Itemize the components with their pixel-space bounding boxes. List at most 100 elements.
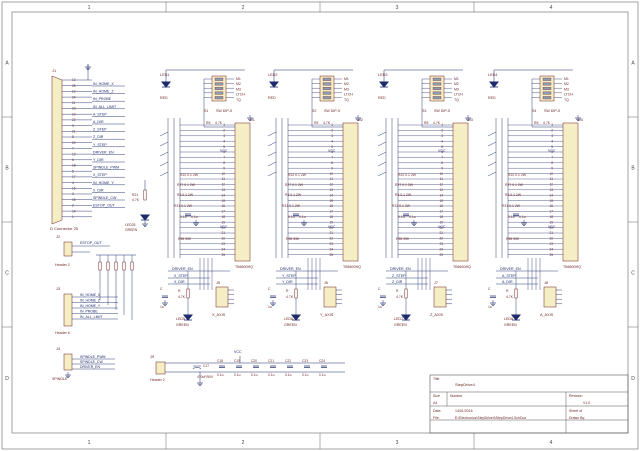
driver-step-label: Z_STEP bbox=[392, 274, 406, 278]
dip-switch-lever bbox=[322, 91, 332, 95]
dip-switch-label: M2 bbox=[454, 82, 459, 86]
connector-signal-label: A_DIR bbox=[93, 120, 104, 124]
net-hook-wire bbox=[159, 131, 169, 137]
dip-switch-lever bbox=[214, 96, 224, 100]
input-pullup-resistor bbox=[106, 261, 110, 271]
driver-ic-pin-number: 10 bbox=[221, 172, 225, 176]
dip-switch-label: M1 bbox=[236, 77, 241, 81]
driver-ic-pin-number: 18 bbox=[549, 215, 553, 219]
driver-ic-vcc: VCC bbox=[220, 225, 228, 229]
driver-resistor-value: 4.7K bbox=[433, 121, 441, 125]
enable-led-color: GREEN bbox=[394, 323, 407, 327]
status-led-resistor-value: 4.7K bbox=[132, 198, 140, 202]
enable-led-color: GREEN bbox=[284, 323, 297, 327]
dip-switch-label: TQ bbox=[236, 98, 241, 102]
driver-ic-pin-number: 4 bbox=[441, 139, 443, 143]
driver-cap-value: 1u bbox=[488, 305, 492, 309]
dip-switch-ref: S1 bbox=[204, 109, 208, 113]
decoupling-cap-value: 0.1u bbox=[302, 373, 309, 377]
driver-cap-value: 0.1u bbox=[409, 215, 416, 219]
driver-ic-pin-number: 9 bbox=[551, 166, 553, 170]
zone-row-left: A bbox=[5, 61, 9, 67]
decoupling-cap-ref: C22 bbox=[285, 359, 291, 363]
status-led-ref: LED25 bbox=[125, 223, 135, 227]
driver-ic-pin-number: 20 bbox=[549, 226, 553, 230]
driver-step-label: X_STEP bbox=[174, 274, 188, 278]
connector-signal-label: A_STEP bbox=[93, 112, 107, 116]
driver-ic-pin-number: 7 bbox=[331, 156, 333, 160]
driver-enable-label: DRIVER_EN bbox=[172, 267, 193, 271]
driver-ic-pin-number: 8 bbox=[441, 161, 443, 165]
header-inputs-body bbox=[63, 293, 73, 327]
driver-ic-pin-number: 14 bbox=[221, 193, 225, 197]
driver-dir-label: Y_DIR bbox=[282, 280, 293, 284]
driver-ic-pin-number: 14 bbox=[549, 193, 553, 197]
enable-resistor-value: 4.7K bbox=[396, 295, 404, 299]
driver-ic-pin-number: 19 bbox=[439, 220, 443, 224]
output-header-name: Y_AXIS bbox=[320, 313, 334, 317]
decoupling-cap-value: 0.1u bbox=[251, 373, 258, 377]
net-hook-wire bbox=[487, 161, 497, 167]
decoupling-cap-value: 0.1u bbox=[285, 373, 292, 377]
zone-col-top: 2 bbox=[242, 5, 245, 11]
connector-signal-label: Y_STEP bbox=[93, 143, 107, 147]
decoupling-cap-value: 0.1u bbox=[319, 373, 326, 377]
connector-signal-label: X_STEP bbox=[93, 173, 107, 177]
dip-switch-label: LTCH bbox=[344, 93, 353, 97]
driver-ic-vcc: VCC bbox=[220, 149, 228, 153]
driver-ic-pin-number: 21 bbox=[439, 231, 443, 235]
driver-ic-pin-number: 24 bbox=[549, 247, 553, 251]
driver-ic-pin-number: 15 bbox=[439, 199, 443, 203]
header-spindle-signal: DRIVER_EN bbox=[80, 365, 101, 369]
power-header-name: Header 2 bbox=[150, 378, 165, 382]
driver-ic-pin-number: 1 bbox=[441, 123, 443, 127]
zone-col-bottom: 3 bbox=[396, 440, 399, 446]
input-pullup-resistor bbox=[122, 261, 126, 271]
header-estop-name: Header 2 bbox=[55, 263, 70, 267]
driver-rv-label: R35 33K bbox=[396, 237, 410, 241]
driver-cap-value: 0.1u bbox=[191, 215, 198, 219]
enable-resistor-ref: R bbox=[286, 289, 289, 293]
enable-resistor-value: 4.7K bbox=[506, 295, 514, 299]
net-hook-wire bbox=[487, 131, 497, 137]
driver-ic-pin-number: 5 bbox=[551, 145, 553, 149]
driver-ic-pin-number: 8 bbox=[331, 161, 333, 165]
dip-switch-lever bbox=[214, 91, 224, 95]
driver-ic-pin-number: 9 bbox=[441, 166, 443, 170]
dip-switch-type: SW DIP-5 bbox=[324, 109, 340, 113]
electrolytic-ref: C17 bbox=[203, 364, 209, 368]
zone-row-right: C bbox=[631, 271, 635, 277]
driver-ic-pin-number: 1 bbox=[331, 123, 333, 127]
decoupling-cap-ref: C21 bbox=[268, 359, 274, 363]
net-hook-wire bbox=[159, 161, 169, 167]
driver-cap-value: 1u bbox=[268, 305, 272, 309]
driver-resistor-value: 4.7K bbox=[323, 121, 331, 125]
dip-switch-lever bbox=[542, 77, 552, 81]
header-spindle-signal: SPINDLE_CW bbox=[80, 360, 103, 364]
enable-resistor-ref: R bbox=[396, 289, 399, 293]
driver-led-ref: LED2 bbox=[268, 73, 278, 77]
dip-switch-label: LTCH bbox=[454, 93, 463, 97]
driver-cap-value: 0.1u bbox=[288, 215, 295, 219]
output-header-ref: J7 bbox=[434, 281, 438, 285]
output-header-body bbox=[323, 286, 337, 308]
driver-ic-pin-number: 9 bbox=[331, 166, 333, 170]
net-hook-wire bbox=[487, 151, 497, 157]
driver-ic-pin-number: 10 bbox=[439, 172, 443, 176]
dip-switch-lever bbox=[322, 82, 332, 86]
driver-ic-vcc: VCC bbox=[548, 149, 556, 153]
driver-ic-pin-number: 18 bbox=[329, 215, 333, 219]
driver-dir-label: A_DIR bbox=[502, 280, 513, 284]
status-led-symbol bbox=[139, 214, 151, 221]
driver-ic-pin-number: 24 bbox=[221, 247, 225, 251]
dip-switch-ref: S3 bbox=[422, 109, 426, 113]
sense-resistor-label: R31 0.1 2W bbox=[502, 204, 521, 208]
dip-switch-label: M3 bbox=[454, 87, 459, 91]
driver-ic-pin-number: 12 bbox=[221, 183, 225, 187]
enable-led-resistor bbox=[294, 288, 298, 299]
